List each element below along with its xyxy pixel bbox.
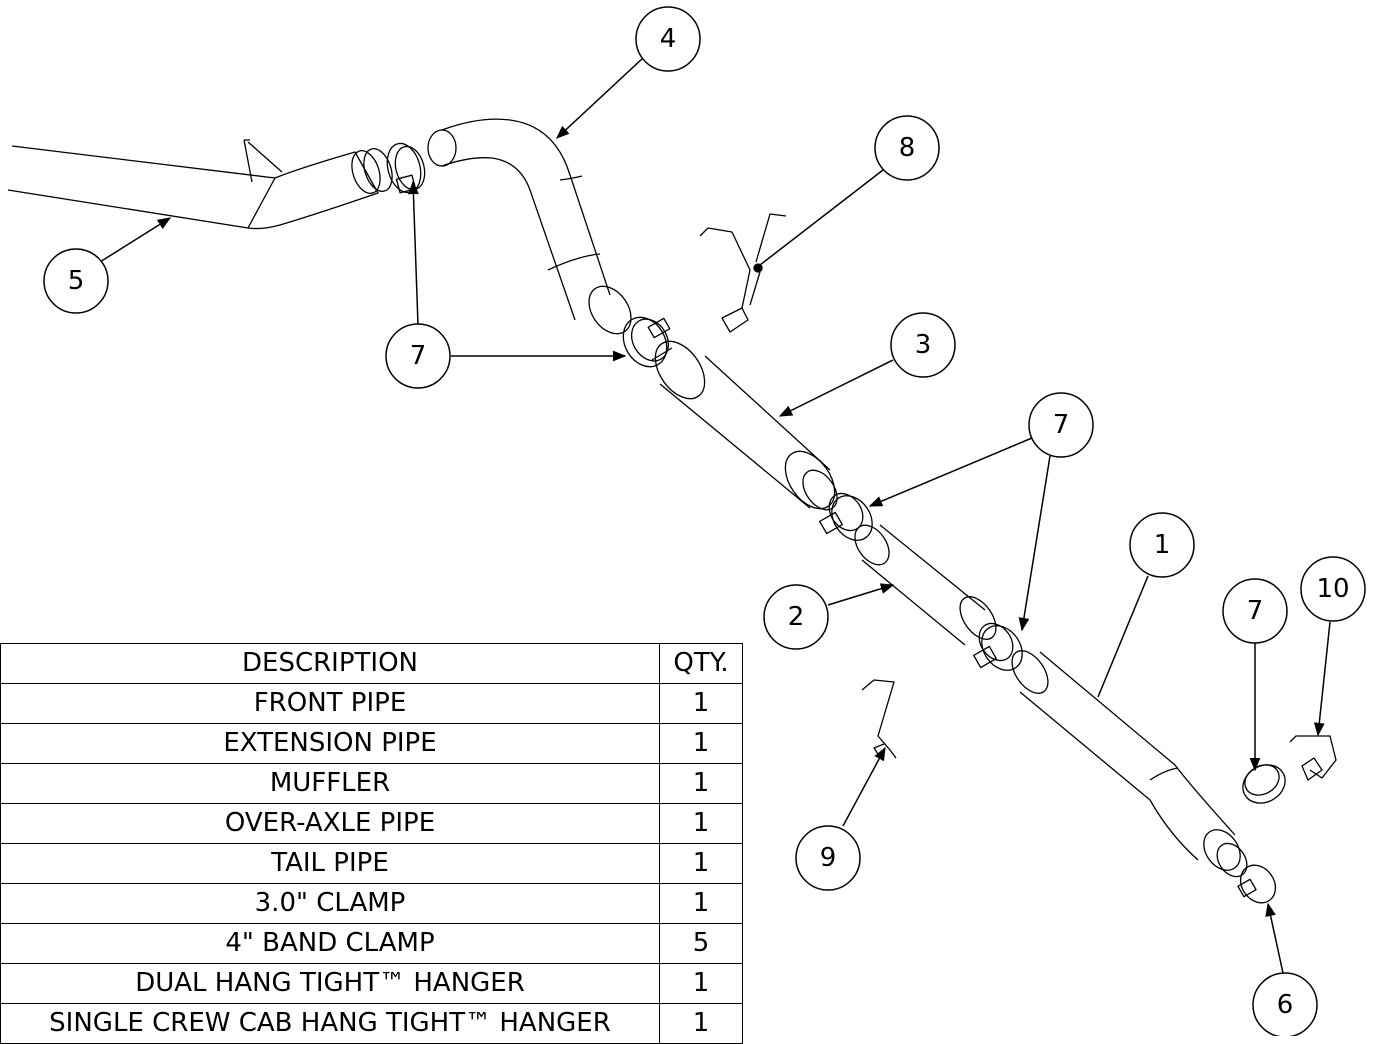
bom-qty-cell: 1 bbox=[659, 723, 743, 764]
single-hanger-part bbox=[861, 679, 897, 761]
table-row: 4" BAND CLAMP 5 bbox=[0, 923, 743, 964]
balloon-9 bbox=[795, 825, 861, 891]
table-row: SINGLE CREW CAB HANG TIGHT™ HANGER 1 bbox=[0, 1003, 743, 1044]
table-row: OVER-AXLE PIPE 1 bbox=[0, 803, 743, 844]
balloon-10 bbox=[1300, 556, 1366, 622]
balloon-label-2: 2 bbox=[788, 602, 805, 632]
bom-header-row: DESCRIPTION QTY. bbox=[0, 643, 743, 684]
table-row: MUFFLER 1 bbox=[0, 763, 743, 804]
bom-qty-cell: 5 bbox=[659, 923, 743, 964]
muffler-part bbox=[651, 340, 838, 511]
balloon-label-6: 6 bbox=[1277, 990, 1294, 1020]
bom-description-cell: MUFFLER bbox=[0, 763, 660, 804]
table-row: TAIL PIPE 1 bbox=[0, 843, 743, 884]
bom-description-cell: FRONT PIPE bbox=[0, 683, 660, 724]
leader-10 bbox=[1313, 621, 1331, 737]
table-row: 3.0" CLAMP 1 bbox=[0, 883, 743, 924]
balloon-label-1: 1 bbox=[1154, 530, 1171, 560]
bom-qty-cell: 1 bbox=[659, 843, 743, 884]
balloon-label-7c: 7 bbox=[1247, 596, 1264, 626]
balloon-5 bbox=[43, 248, 109, 314]
balloon-7b bbox=[1028, 392, 1094, 458]
leader-9 bbox=[842, 746, 886, 827]
balloon-4 bbox=[635, 6, 701, 72]
table-row: EXTENSION PIPE 1 bbox=[0, 723, 743, 764]
bom-qty-cell: 1 bbox=[659, 763, 743, 804]
bom-header-qty: QTY. bbox=[659, 643, 743, 684]
bom-qty-cell: 1 bbox=[659, 963, 743, 1004]
balloon-8 bbox=[874, 115, 940, 181]
bom-qty-cell: 1 bbox=[659, 883, 743, 924]
loose-band-clamp-part bbox=[1242, 764, 1286, 804]
balloon-label-7b: 7 bbox=[1053, 410, 1070, 440]
balloon-6 bbox=[1252, 972, 1318, 1036]
leader-5 bbox=[99, 217, 172, 263]
extension-pipe-part bbox=[854, 524, 997, 646]
tail-pipe-part bbox=[7, 139, 393, 230]
balloon-7c bbox=[1222, 578, 1288, 644]
small-clamp-part bbox=[1237, 864, 1277, 904]
bill-of-materials-table: DESCRIPTION QTY. FRONT PIPE 1 EXTENSION … bbox=[0, 643, 743, 1044]
band-clamp-part bbox=[622, 316, 671, 368]
over-axle-pipe-part bbox=[427, 118, 632, 335]
leader-6 bbox=[1265, 902, 1284, 974]
hanger-bracket-part bbox=[1289, 735, 1337, 781]
bom-qty-cell: 1 bbox=[659, 803, 743, 844]
balloon-label-5: 5 bbox=[68, 266, 85, 296]
balloon-7a bbox=[385, 323, 451, 389]
leader-1 bbox=[1097, 575, 1149, 698]
leader-7b-down bbox=[1018, 455, 1051, 632]
balloon-1 bbox=[1129, 512, 1195, 578]
balloon-label-10: 10 bbox=[1316, 574, 1349, 604]
leader-2 bbox=[827, 583, 895, 606]
balloon-3 bbox=[890, 312, 956, 378]
leader-7b-left bbox=[868, 437, 1033, 507]
leader-4 bbox=[556, 57, 644, 139]
bom-description-cell: TAIL PIPE bbox=[0, 843, 660, 884]
front-pipe-part bbox=[1011, 650, 1248, 878]
leader-7a-up bbox=[408, 180, 419, 326]
bom-header-description: DESCRIPTION bbox=[0, 643, 660, 684]
balloon-label-7a: 7 bbox=[410, 341, 427, 371]
table-row: DUAL HANG TIGHT™ HANGER 1 bbox=[0, 963, 743, 1004]
bom-description-cell: EXTENSION PIPE bbox=[0, 723, 660, 764]
balloon-label-3: 3 bbox=[915, 330, 932, 360]
bom-description-cell: DUAL HANG TIGHT™ HANGER bbox=[0, 963, 660, 1004]
band-clamp-part bbox=[973, 622, 1023, 671]
leader-3 bbox=[778, 359, 894, 417]
balloon-label-8: 8 bbox=[899, 133, 916, 163]
leader-8 bbox=[759, 169, 884, 266]
balloon-2 bbox=[763, 584, 829, 650]
bom-qty-cell: 1 bbox=[659, 1003, 743, 1044]
table-row: FRONT PIPE 1 bbox=[0, 683, 743, 724]
balloon-label-9: 9 bbox=[820, 843, 837, 873]
band-clamp-part bbox=[819, 492, 873, 541]
dual-hanger-part bbox=[699, 213, 787, 333]
bom-description-cell: SINGLE CREW CAB HANG TIGHT™ HANGER bbox=[0, 1003, 660, 1044]
bom-description-cell: 3.0" CLAMP bbox=[0, 883, 660, 924]
bom-qty-cell: 1 bbox=[659, 683, 743, 724]
bom-description-cell: 4" BAND CLAMP bbox=[0, 923, 660, 964]
balloon-label-4: 4 bbox=[660, 24, 677, 54]
bom-description-cell: OVER-AXLE PIPE bbox=[0, 803, 660, 844]
